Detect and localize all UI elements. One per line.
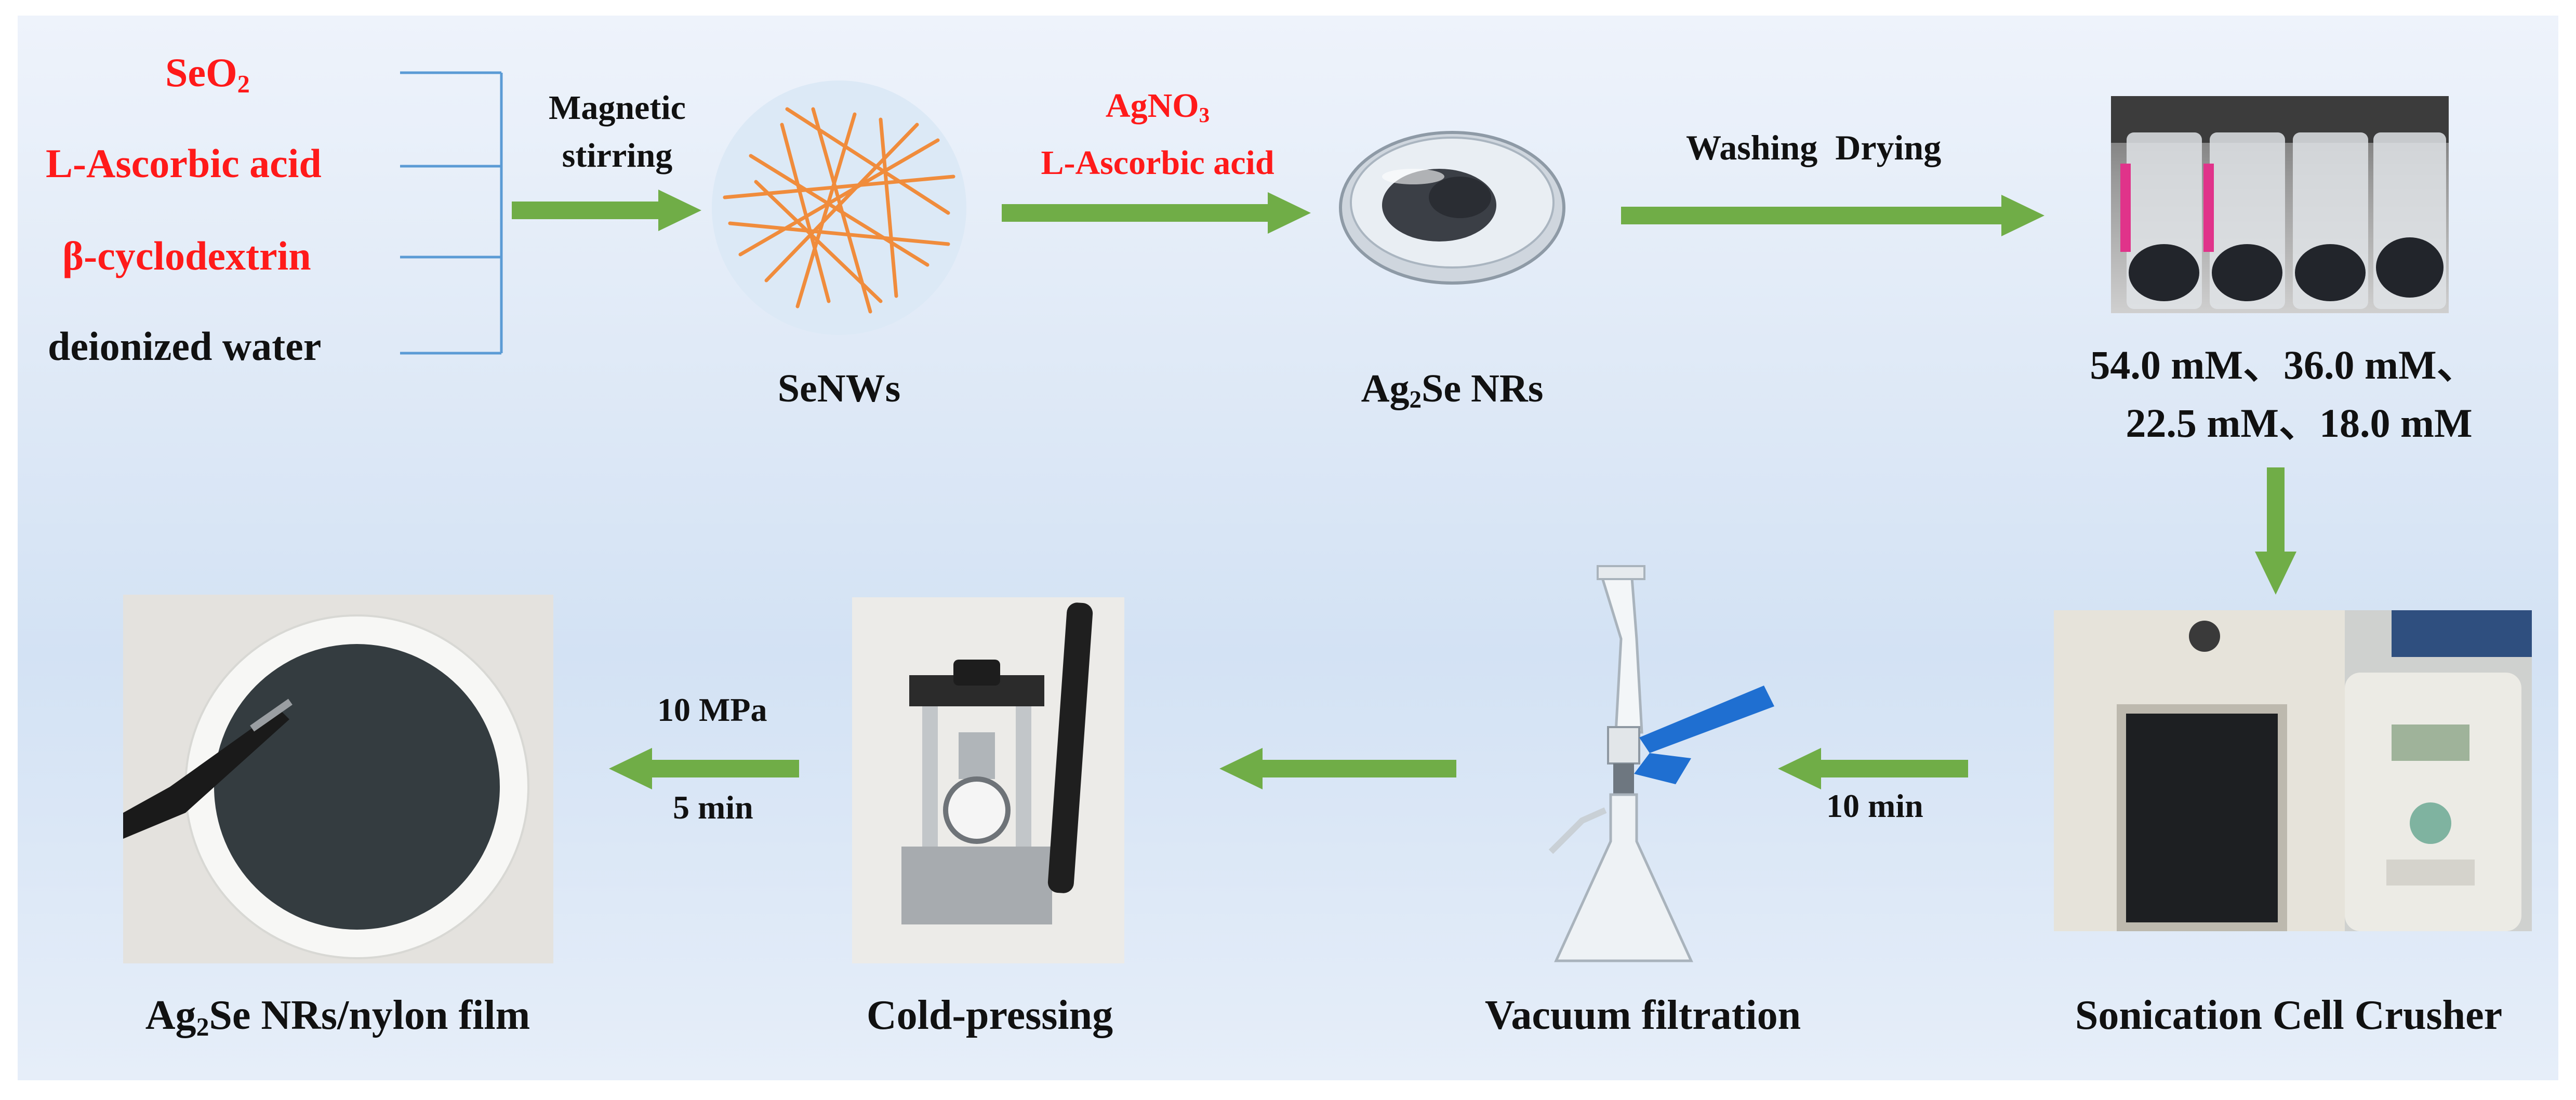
arrow-agno3 bbox=[1002, 192, 1311, 234]
cold-label: Cold-pressing bbox=[866, 992, 1113, 1038]
arrow-stir bbox=[512, 190, 701, 231]
senws-nanowires-icon bbox=[712, 81, 966, 335]
wash-label: Washing Drying bbox=[1686, 128, 1942, 167]
agno3-line2: L-Ascorbic acid bbox=[1041, 144, 1274, 182]
arrow-wash bbox=[1621, 195, 2044, 236]
agno3-base: AgNO bbox=[1105, 87, 1199, 125]
press-time: 5 min bbox=[673, 789, 753, 826]
cell-crusher-icon bbox=[2054, 610, 2532, 931]
film-photo bbox=[123, 595, 553, 963]
agno3-sub: 3 bbox=[1199, 103, 1210, 127]
film-b: Se NRs/nylon film bbox=[209, 992, 530, 1038]
conc-line1: 54.0 mM、36.0 mM、 bbox=[2090, 342, 2477, 387]
reagent-bracket bbox=[400, 71, 503, 355]
film-icon bbox=[123, 595, 553, 963]
arrow-press bbox=[609, 748, 799, 789]
press-icon bbox=[852, 597, 1124, 963]
vacuum-label: Vacuum filtration bbox=[1484, 992, 1801, 1038]
vials-icon bbox=[2111, 96, 2449, 309]
petri-dish-image bbox=[1339, 131, 1565, 285]
ag2se-label: Ag2Se NRs bbox=[1361, 366, 1544, 414]
reagent-cyclodextrin: β-cyclodextrin bbox=[62, 233, 311, 278]
arrow-down bbox=[2255, 467, 2296, 595]
senws-label: SeNWs bbox=[777, 367, 901, 410]
film-a: Ag bbox=[145, 992, 196, 1038]
cold-press-photo bbox=[852, 597, 1124, 963]
vacuum-filtration-icon bbox=[1548, 565, 1774, 962]
seo2-sub: 2 bbox=[237, 71, 250, 99]
film-sub: 2 bbox=[196, 1012, 209, 1041]
ag2se-a: Ag bbox=[1361, 367, 1410, 410]
conc-line2: 22.5 mM、18.0 mM bbox=[2126, 400, 2473, 446]
seo2-base: SeO bbox=[165, 50, 237, 95]
agno3-label: AgNO3 L-Ascorbic acid bbox=[1041, 82, 1274, 187]
stir-line2: stirring bbox=[562, 137, 673, 175]
film-label: Ag2Se NRs/nylon film bbox=[145, 992, 530, 1041]
ag2se-sub: 2 bbox=[1409, 386, 1422, 413]
reagent-ascorbic: L-Ascorbic acid bbox=[46, 141, 322, 186]
reagent-seo2: SeO2 bbox=[165, 49, 250, 99]
sonication-label: Sonication Cell Crusher bbox=[2075, 992, 2503, 1038]
vials-photo bbox=[2111, 96, 2449, 313]
stir-label: Magnetic stirring bbox=[549, 84, 686, 180]
stir-line1: Magnetic bbox=[549, 89, 686, 127]
ag2se-b: Se NRs bbox=[1422, 367, 1544, 410]
press-pressure: 10 MPa bbox=[657, 691, 767, 728]
sonication-photo bbox=[2054, 610, 2532, 931]
reagent-water: deionized water bbox=[48, 324, 322, 369]
sonic-time: 10 min bbox=[1826, 787, 1923, 824]
agno3-line1: AgNO3 bbox=[1041, 82, 1274, 139]
arrow-vacuum bbox=[1219, 748, 1456, 789]
arrow-sonic bbox=[1778, 748, 1968, 789]
